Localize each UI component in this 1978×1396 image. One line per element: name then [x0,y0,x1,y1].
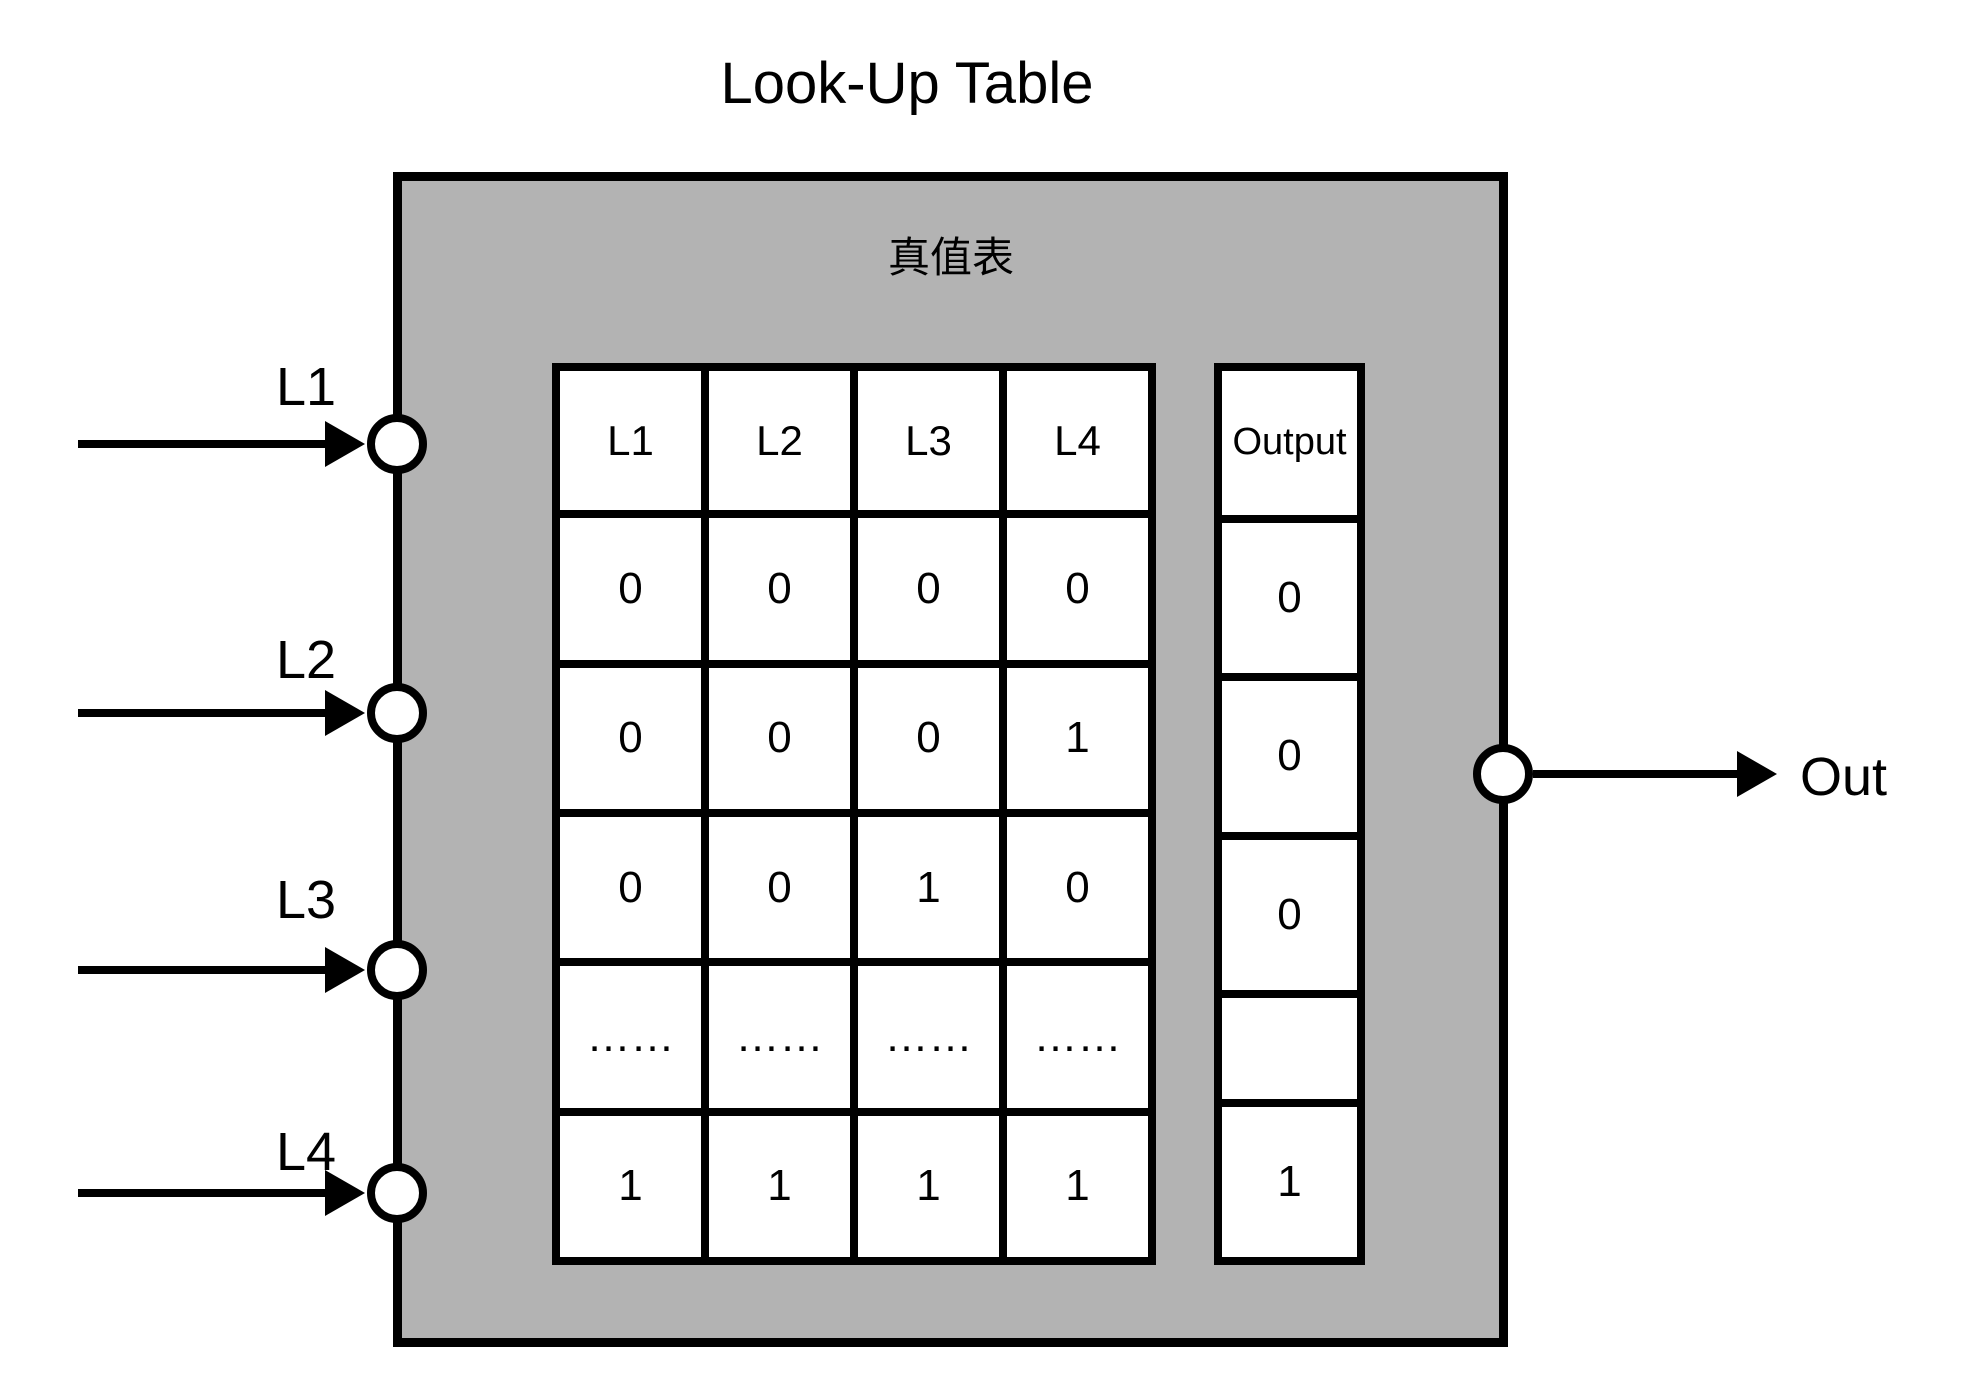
output-arrowhead-icon [1737,751,1777,797]
input-arrow-line-l1 [78,440,325,448]
table-cell: 0 [1222,681,1357,832]
table-header-cell: L4 [1007,371,1148,511]
output-label: Out [1800,747,1888,807]
table-cell: 1 [1222,1106,1357,1257]
table-cell: 0 [1007,816,1148,959]
table-cell: 0 [1222,839,1357,990]
table-cell: 1 [858,816,999,959]
table-cell: 0 [1222,522,1357,673]
table-cell: 1 [1007,667,1148,809]
table-cell: 0 [560,518,701,660]
output-column: Output 0 0 0 1 [1214,363,1365,1265]
table-cell: …… [1007,966,1148,1108]
table-cell: 1 [560,1115,701,1257]
truth-table: L1 L2 L3 L4 0 0 0 0 0 0 0 1 0 0 1 0 …… …… [552,363,1156,1265]
output-pin-circle [1473,744,1533,804]
input-arrowhead-icon-l1 [325,421,365,467]
input-arrowhead-icon-l4 [325,1170,365,1216]
table-cell: 0 [858,518,999,660]
table-header-cell: Output [1222,371,1357,515]
input-arrowhead-icon-l3 [325,947,365,993]
output-arrow-line [1533,770,1737,778]
table-cell: …… [709,966,850,1108]
table-cell: …… [560,966,701,1108]
table-cell: 0 [1007,518,1148,660]
diagram-title: Look-Up Table [720,51,1094,116]
table-header-cell: L2 [709,371,850,511]
table-header-cell: L3 [858,371,999,511]
table-cell: …… [858,966,999,1108]
input-arrow-line-l2 [78,709,325,717]
input-arrow-line-l3 [78,966,325,974]
table-cell: 0 [560,816,701,959]
input-label-l2: L2 [275,630,337,690]
table-header-cell: L1 [560,371,701,511]
input-label-l1: L1 [275,357,337,417]
input-arrowhead-icon-l2 [325,690,365,736]
input-label-l3: L3 [275,870,337,930]
table-cell: 0 [709,667,850,809]
input-arrow-line-l4 [78,1189,325,1197]
table-cell: 1 [709,1115,850,1257]
input-pin-circle-l1 [367,414,427,474]
truth-table-label: 真值表 [887,234,1014,281]
table-cell: 1 [858,1115,999,1257]
table-cell: 1 [1007,1115,1148,1257]
input-pin-circle-l4 [367,1163,427,1223]
input-pin-circle-l3 [367,940,427,1000]
table-cell: 0 [858,667,999,809]
input-pin-circle-l2 [367,683,427,743]
table-cell: 0 [560,667,701,809]
table-cell [1222,998,1357,1099]
table-cell: 0 [709,518,850,660]
table-cell: 0 [709,816,850,959]
